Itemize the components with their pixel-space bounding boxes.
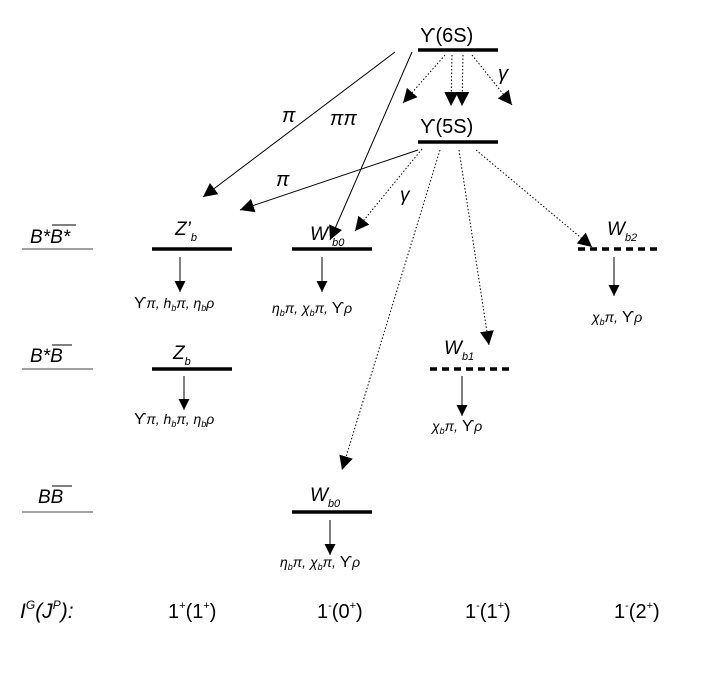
- wprime-b0-label: W’b0: [310, 224, 345, 249]
- quantum-numbers-col3: 1-(1+): [465, 600, 511, 623]
- quantum-numbers-col1: 1+(1+): [168, 600, 216, 623]
- w-b1-label: Wb1: [444, 338, 474, 363]
- label-gamma-6s: γ: [498, 63, 509, 85]
- label-pi-5s: π: [276, 169, 290, 191]
- decay-products-w-b0: ηbπ, χbπ, ϒρ: [280, 554, 360, 572]
- threshold-bstar-bstar-label: B*B*: [30, 227, 71, 248]
- quantum-numbers-col2: 1-(0+): [317, 600, 363, 623]
- arrow-5s-to-w-b2: [475, 149, 593, 248]
- threshold-b-b-label: BB: [38, 487, 64, 508]
- arrow-6s-pi-to-zprime: [202, 51, 396, 198]
- label-pipi-6s: ππ: [330, 108, 357, 130]
- decay-products-zprime-b: ϒπ, hbπ, ηbρ: [134, 295, 214, 313]
- arrow-6s-gamma-center-right: [455, 54, 470, 107]
- w-b0-label: Wb0: [310, 485, 341, 510]
- label-gamma-5s: γ: [400, 185, 411, 206]
- arrow-6s-gamma-left: [402, 54, 446, 104]
- zprime-b-label: Z’b: [174, 219, 197, 244]
- arrow-6s-pipi-to-wprime: [329, 51, 413, 241]
- arrow-6s-gamma-center-left: [444, 54, 459, 107]
- quantum-numbers-col4: 1-(2+): [614, 600, 660, 623]
- upsilon-5s-label: ϒ(5S): [420, 116, 473, 138]
- z-b-label: Zb: [172, 343, 191, 368]
- label-pi-6s: π: [282, 105, 296, 127]
- decay-products-z-b: ϒπ, hbπ, ηbρ: [134, 411, 214, 429]
- decay-products-w-b1: χbπ, ϒρ: [430, 418, 482, 436]
- decay-products-wprime-b0: ηbπ, χbπ, ϒρ: [272, 300, 352, 318]
- w-b2-label: Wb2: [607, 219, 637, 244]
- threshold-bstar-b-label: B*B: [30, 346, 63, 367]
- arrow-5s-pi-to-zprime: [239, 149, 419, 213]
- arrow-5s-to-w-b0: [339, 149, 441, 471]
- arrow-6s-gamma-right: [471, 54, 513, 106]
- quantum-numbers-label: IG(JP):: [20, 598, 74, 623]
- arrow-5s-gamma-to-wprime: [354, 148, 423, 232]
- upsilon-6s-label: ϒ(6S): [420, 25, 473, 47]
- arrow-5s-to-w-b1: [458, 149, 494, 346]
- decay-products-w-b2: χbπ, ϒρ: [590, 309, 642, 327]
